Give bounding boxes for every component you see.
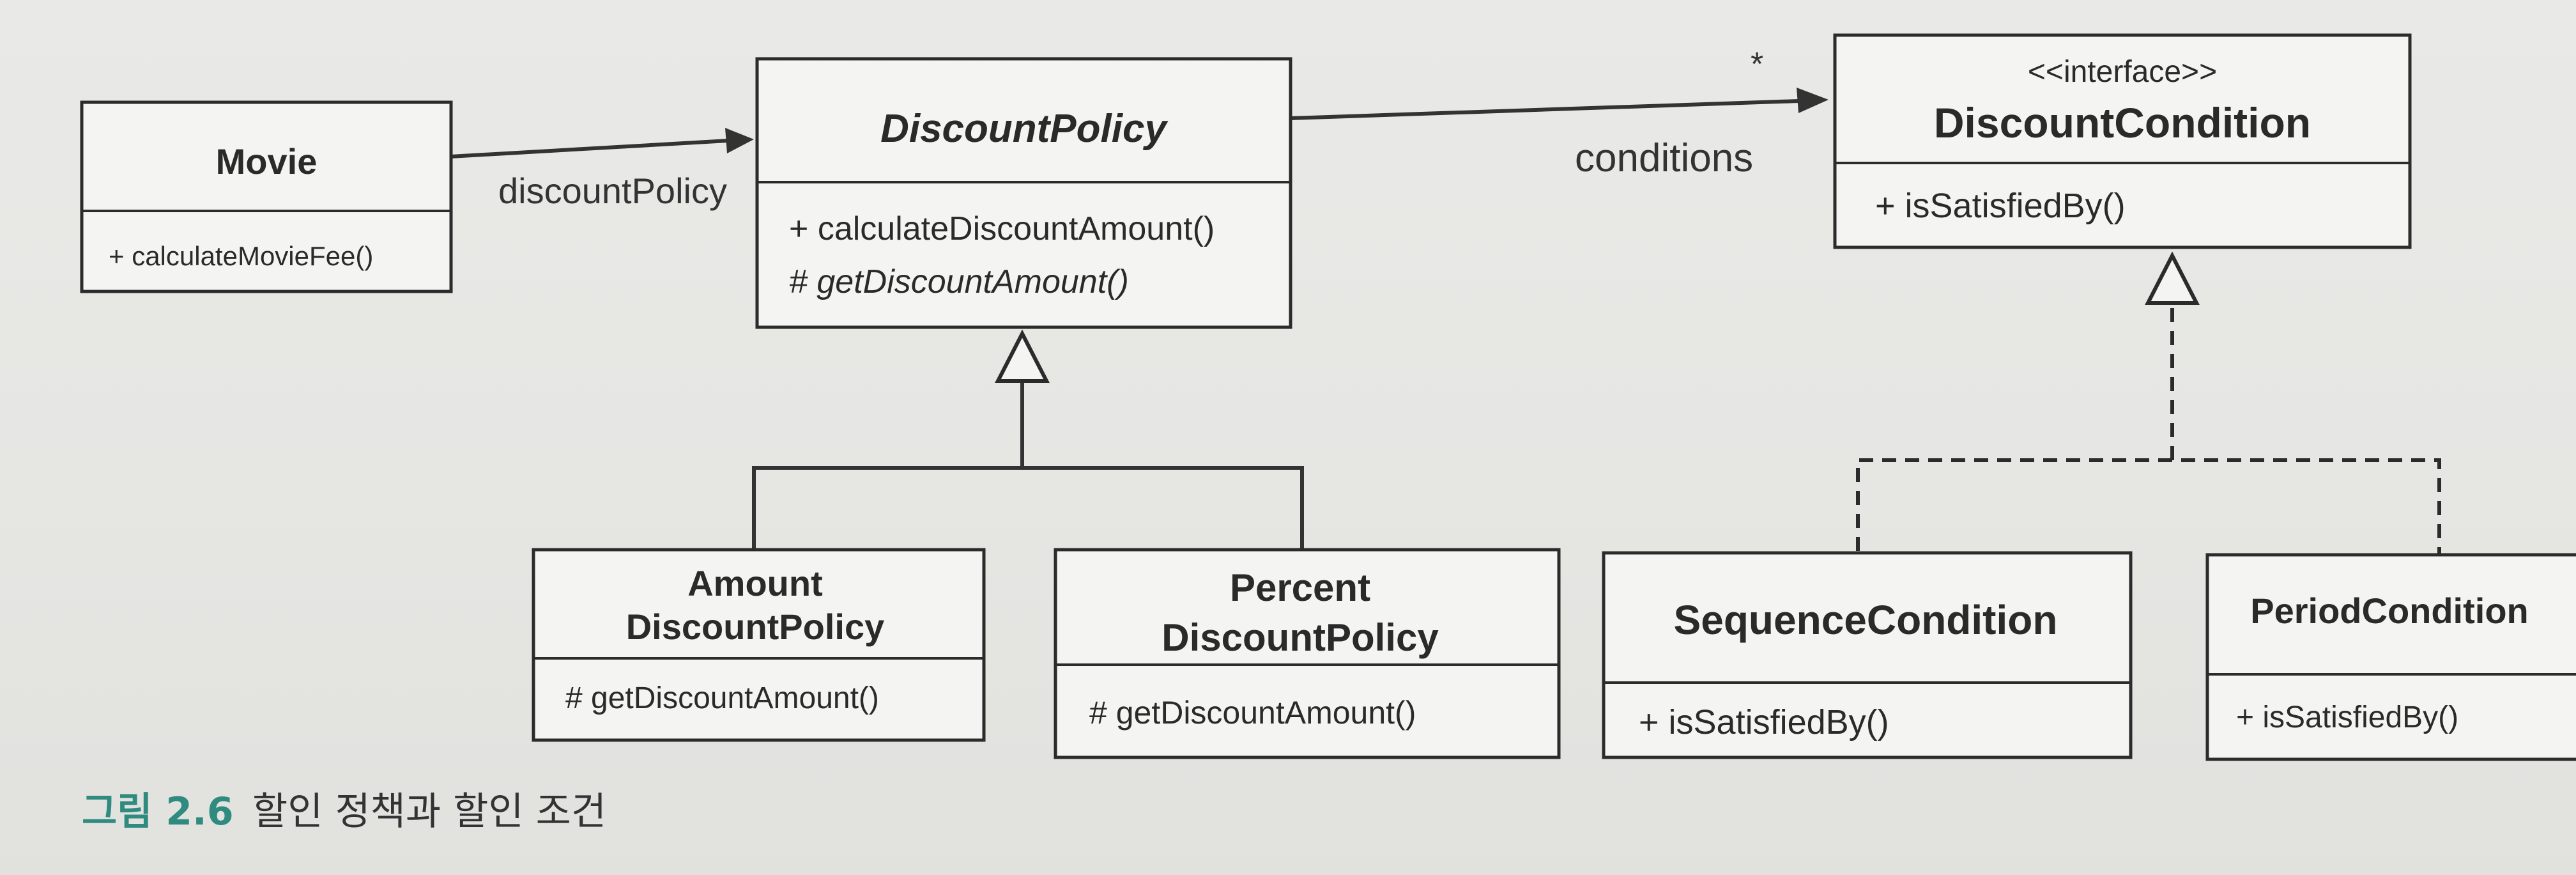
realization-branch-lines (1856, 458, 2441, 555)
class-name-period-condition: PeriodCondition (2250, 591, 2529, 631)
caption-text: 할인 정책과 할인 조건 (252, 789, 606, 834)
class-name-percent-line2: DiscountPolicy (1162, 616, 1439, 659)
class-name-movie: Movie (216, 141, 318, 182)
method-calculate-discount-amount: + calculateDiscountAmount() (789, 210, 1215, 247)
class-name-amount-line1: Amount (687, 563, 823, 603)
figure-caption: 그림 2.6 할인 정책과 할인 조건 (82, 789, 606, 834)
class-name-discount-condition: DiscountCondition (1934, 99, 2311, 146)
method-period-is-satisfied-by: + isSatisfiedBy() (2236, 701, 2458, 734)
class-name-sequence-condition: SequenceCondition (1674, 597, 2058, 643)
class-name-percent-line1: Percent (1230, 566, 1370, 609)
class-discount-policy: DiscountPolicy + calculateDiscountAmount… (755, 57, 1292, 329)
class-period-condition: PeriodCondition + isSatisfiedBy() (2205, 553, 2576, 761)
class-amount-discount-policy: Amount DiscountPolicy # getDiscountAmoun… (532, 548, 986, 742)
class-discount-condition: <<interface>> DiscountCondition + isSati… (1833, 33, 2412, 249)
method-calculate-movie-fee: + calculateMovieFee() (109, 241, 373, 271)
method-amount-get-discount-amount: # getDiscountAmount() (565, 681, 879, 715)
class-sequence-condition: SequenceCondition + isSatisfiedBy() (1602, 551, 2133, 759)
stereotype-interface: <<interface>> (2028, 55, 2217, 89)
multiplicity-label: * (1751, 46, 1763, 83)
association-arrowhead-discount-policy (725, 128, 754, 153)
method-get-discount-amount: # getDiscountAmount() (789, 263, 1129, 300)
class-name-amount-line2: DiscountPolicy (626, 607, 885, 647)
association-line-conditions (1290, 99, 1799, 120)
generalization-branch-lines (752, 466, 1304, 550)
realization-triangle (2145, 251, 2200, 305)
class-movie: Movie + calculateMovieFee() (80, 100, 453, 293)
class-name-discount-policy: DiscountPolicy (880, 107, 1169, 151)
class-percent-discount-policy: Percent DiscountPolicy # getDiscountAmou… (1054, 548, 1561, 759)
caption-number: 그림 2.6 (82, 789, 234, 834)
method-is-satisfied-by: + isSatisfiedBy() (1875, 187, 2126, 225)
generalization-triangle (995, 329, 1050, 383)
method-sequence-is-satisfied-by: + isSatisfiedBy() (1639, 703, 1889, 741)
association-line-discount-policy (450, 139, 729, 159)
association-arrowhead-conditions (1797, 88, 1828, 113)
role-label-discount-policy: discountPolicy (498, 171, 727, 211)
method-percent-get-discount-amount: # getDiscountAmount() (1089, 695, 1416, 731)
role-label-conditions: conditions (1575, 136, 1753, 180)
